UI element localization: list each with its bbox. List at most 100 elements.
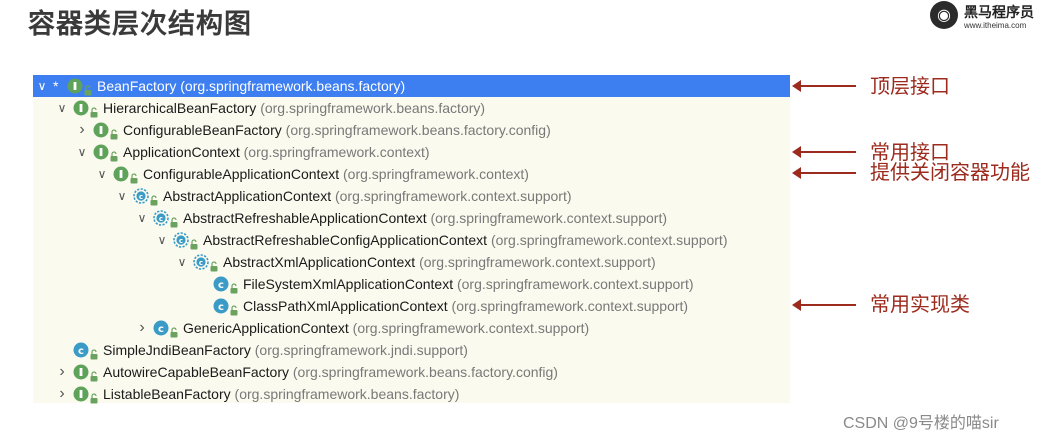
chevron-down-icon[interactable]: ∨: [77, 145, 87, 159]
class-name: SimpleJndiBeanFactory: [103, 342, 251, 358]
package-name: (org.springframework.beans.factory.confi…: [285, 122, 551, 138]
interface-icon: [73, 100, 89, 116]
public-lock-icon: [130, 168, 138, 184]
tree-node-label: HierarchicalBeanFactory (org.springframe…: [103, 97, 485, 119]
tree-node-label: GenericApplicationContext (org.springfra…: [183, 317, 589, 339]
abstract-class-icon: c: [193, 254, 209, 270]
public-lock-icon: [110, 146, 118, 162]
chevron-down-icon[interactable]: ∨: [137, 211, 147, 225]
tree-row[interactable]: c ClassPathXmlApplicationContext (org.spr…: [33, 295, 790, 317]
chevron-right-icon[interactable]: ›: [139, 319, 145, 336]
chevron-down-icon[interactable]: ∨: [37, 79, 47, 93]
package-name: (org.springframework.beans.factory): [180, 78, 406, 94]
public-lock-icon: [230, 278, 238, 294]
package-name: (org.springframework.context.support): [334, 188, 572, 204]
tree-row[interactable]: ∨ c AbstractApplicationContext (org.spring…: [33, 185, 790, 207]
annotation-close-capability: 提供关闭容器功能: [870, 160, 1030, 184]
logo-name: 黑马程序员: [964, 5, 1034, 21]
tree-node-label: ConfigurableApplicationContext (org.spri…: [143, 163, 529, 185]
package-name: (org.springframework.context): [343, 166, 529, 182]
class-icon: c: [73, 342, 89, 358]
class-name: ClassPathXmlApplicationContext: [243, 298, 448, 314]
chevron-down-icon[interactable]: ∨: [117, 189, 127, 203]
chevron-down-icon[interactable]: ∨: [177, 255, 187, 269]
package-name: (org.springframework.context.support): [419, 254, 656, 270]
svg-text:c: c: [218, 302, 224, 313]
class-name: ConfigurableApplicationContext: [143, 166, 340, 182]
tree-row[interactable]: ∨ ConfigurableApplicationContext (org.spr…: [33, 163, 790, 185]
tree-node-label: ClassPathXmlApplicationContext (org.spri…: [243, 295, 688, 317]
tree-node-label: AbstractXmlApplicationContext (org.sprin…: [223, 251, 656, 273]
annotation-top-level: 顶层接口: [870, 74, 950, 98]
tree-node-label: SimpleJndiBeanFactory (org.springframewo…: [103, 339, 468, 361]
type-hierarchy-tree[interactable]: ∨*BeanFactory (org.springframework.beans…: [33, 75, 790, 405]
chevron-down-icon[interactable]: ∨: [97, 167, 107, 181]
public-lock-icon: [210, 256, 218, 272]
chevron-down-icon[interactable]: ∨: [57, 101, 67, 115]
tree-node-label: AbstractRefreshableConfigApplicationCont…: [203, 229, 727, 251]
annotation-common-impl: 常用实现类: [870, 292, 970, 316]
chevron-right-icon[interactable]: ›: [59, 363, 65, 380]
package-name: (org.springframework.context.support): [451, 298, 689, 314]
class-name: AbstractXmlApplicationContext: [223, 254, 416, 270]
tree-node-label: ConfigurableBeanFactory (org.springframe…: [123, 119, 551, 141]
tree-row[interactable]: ∨ c AbstractRefreshableApplicationContext …: [33, 207, 790, 229]
package-name: (org.springframework.beans.factory.confi…: [292, 364, 558, 380]
logo-url: www.itheima.com: [964, 21, 1027, 30]
tree-row[interactable]: ∨ c AbstractRefreshableConfigApplicationCo…: [33, 229, 790, 251]
interface-icon: [73, 364, 89, 380]
tree-row[interactable]: ∨ c AbstractXmlApplicationContext (org.spr…: [33, 251, 790, 273]
class-name: FileSystemXmlApplicationContext: [243, 276, 454, 292]
public-lock-icon: [150, 190, 158, 206]
package-name: (org.springframework.context.support): [456, 276, 694, 292]
star-icon: *: [53, 78, 59, 94]
public-lock-icon: [190, 234, 198, 250]
public-lock-icon: [90, 388, 98, 404]
chevron-down-icon[interactable]: ∨: [157, 233, 167, 247]
tree-row[interactable]: c FileSystemXmlApplicationContext (org.sp…: [33, 273, 790, 295]
interface-icon: [93, 122, 109, 138]
public-lock-icon: [90, 102, 98, 118]
tree-node-label: FileSystemXmlApplicationContext (org.spr…: [243, 273, 694, 295]
tree-node-label: AbstractRefreshableApplicationContext (o…: [183, 207, 667, 229]
public-lock-icon: [230, 300, 238, 316]
tree-row[interactable]: ∨ HierarchicalBeanFactory (org.springfram…: [33, 97, 790, 119]
tree-node-label: ApplicationContext (org.springframework.…: [123, 141, 430, 163]
class-icon: c: [213, 298, 229, 314]
tree-row[interactable]: ∨*BeanFactory (org.springframework.beans…: [33, 75, 790, 97]
svg-text:c: c: [179, 237, 183, 245]
tree-row[interactable]: › c GenericApplicationContext (org.springf…: [33, 317, 790, 339]
abstract-class-icon: c: [173, 232, 189, 248]
package-name: (org.springframework.beans.factory): [260, 100, 486, 116]
class-name: AutowireCapableBeanFactory: [103, 364, 289, 380]
interface-icon: [73, 386, 89, 402]
watermark: CSDN @9号楼的喵sir: [843, 415, 999, 432]
interface-icon: [67, 78, 83, 94]
tree-row[interactable]: › AutowireCapableBeanFactory (org.springf…: [33, 361, 790, 383]
public-lock-icon: [170, 212, 178, 228]
class-name: AbstractApplicationContext: [163, 188, 332, 204]
public-lock-icon: [90, 344, 98, 360]
abstract-class-icon: c: [133, 188, 149, 204]
brand-logo: ◉ 黑马程序员 www.itheima.com: [930, 1, 1042, 35]
package-name: (org.springframework.beans.factory): [234, 386, 460, 402]
logo-mark-icon: ◉: [930, 1, 958, 29]
tree-row[interactable]: c SimpleJndiBeanFactory (org.springframew…: [33, 339, 790, 361]
interface-icon: [113, 166, 129, 182]
package-name: (org.springframework.context.support): [490, 232, 728, 248]
tree-row[interactable]: ∨ ApplicationContext (org.springframework…: [33, 141, 790, 163]
package-name: (org.springframework.context.support): [352, 320, 590, 336]
tree-node-label: AbstractApplicationContext (org.springfr…: [163, 185, 572, 207]
class-name: GenericApplicationContext: [183, 320, 349, 336]
class-icon: c: [153, 320, 169, 336]
svg-text:c: c: [159, 215, 163, 223]
svg-text:c: c: [218, 280, 224, 291]
chevron-right-icon[interactable]: ›: [79, 121, 85, 138]
tree-row[interactable]: › ConfigurableBeanFactory (org.springfram…: [33, 119, 790, 141]
class-name: ApplicationContext: [123, 144, 240, 160]
package-name: (org.springframework.context): [243, 144, 430, 160]
chevron-right-icon[interactable]: ›: [59, 385, 65, 402]
class-name: AbstractRefreshableApplicationContext: [183, 210, 427, 226]
tree-row[interactable]: ›ListableBeanFactory (org.springframewor…: [33, 383, 790, 405]
public-lock-icon: [90, 366, 98, 382]
